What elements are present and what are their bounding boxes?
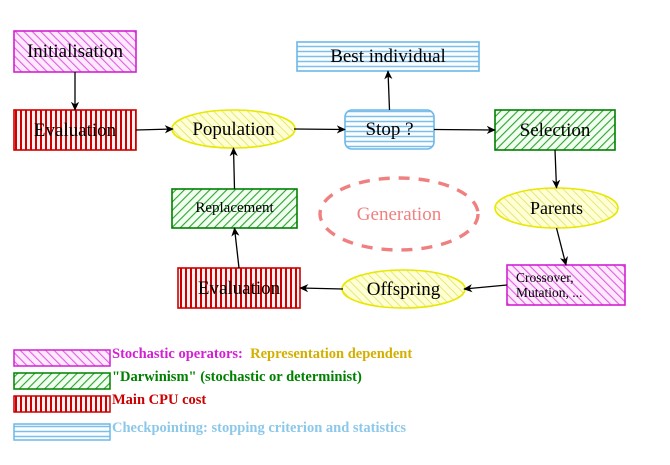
node-evaluation-top-shape <box>13 109 137 151</box>
node-generation-shape <box>318 176 480 252</box>
node-evaluation-bottom-shape <box>177 267 301 309</box>
legend-run-stochastic-operators-1: Representation dependent <box>242 346 413 362</box>
edge-replacement-to-population <box>229 147 238 190</box>
legend-swatch-darwinism <box>13 372 111 390</box>
legend-label-stochastic-operators: Stochastic operators: Representation dep… <box>112 346 412 363</box>
legend-label-checkpointing: Checkpointing: stopping criterion and st… <box>112 420 406 437</box>
legend-swatch-stochastic-operators <box>13 349 111 367</box>
node-initialisation-shape <box>13 30 137 73</box>
legend-run-stochastic-operators-0: Stochastic operators: <box>112 346 243 362</box>
edge-operators-to-offspring <box>463 284 508 293</box>
node-selection-shape <box>494 109 616 151</box>
node-operators-shape <box>506 264 626 306</box>
edge-stop-to-best-individual <box>384 70 393 111</box>
legend-run-checkpointing-0: Checkpointing: stopping criterion and st… <box>112 420 407 436</box>
edge-evaluation-to-replacement <box>231 227 240 269</box>
edge-selection-to-parents <box>552 149 561 189</box>
legend-label-darwinism: "Darwinism" (stochastic or determinist) <box>112 369 362 386</box>
legend-run-darwinism-0: "Darwinism" (stochastic or determinist) <box>112 369 362 385</box>
edge-stop-to-selection <box>433 125 496 135</box>
edge-offspring-to-evaluation <box>299 284 344 293</box>
legend-swatch-main-cpu-cost <box>13 395 111 413</box>
legend-label-main-cpu-cost: Main CPU cost <box>112 392 206 409</box>
edge-parents-to-operators <box>555 227 568 266</box>
legend-run-main-cpu-cost-0: Main CPU cost <box>112 392 207 408</box>
edge-population-to-stop <box>293 125 346 134</box>
node-replacement-shape <box>171 188 298 229</box>
edge-evaluation-to-population <box>135 125 174 134</box>
legend-swatch-checkpointing <box>13 423 111 441</box>
